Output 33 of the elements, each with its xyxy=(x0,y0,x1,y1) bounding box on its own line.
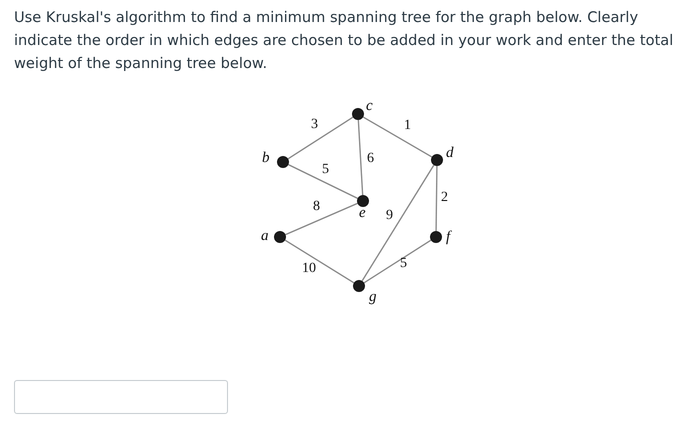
edge-weight: 8 xyxy=(313,199,320,215)
vertex-dot xyxy=(431,154,443,166)
vertex-label: f xyxy=(446,229,450,246)
graph-edge xyxy=(362,116,432,158)
graph-edge xyxy=(288,116,354,160)
edge-weight: 10 xyxy=(302,261,316,277)
vertex-label: d xyxy=(446,145,454,162)
edge-weight: 5 xyxy=(322,162,329,178)
edge-weight: 2 xyxy=(441,190,448,206)
graph-edge xyxy=(288,164,358,199)
vertex-label: g xyxy=(369,289,376,306)
edge-weight: 6 xyxy=(367,151,374,167)
vertex-dot xyxy=(430,231,442,243)
graph-edge xyxy=(364,240,432,284)
vertex-label: c xyxy=(366,98,373,115)
edge-weight: 5 xyxy=(400,256,407,272)
graph-edge xyxy=(362,164,434,282)
vertex-label: b xyxy=(262,150,270,167)
vertex-dot xyxy=(353,280,365,292)
vertex-dot xyxy=(352,108,364,120)
graph-edge xyxy=(358,120,364,196)
vertex-dot xyxy=(357,195,369,207)
vertex-dot xyxy=(277,156,289,168)
edge-weight: 9 xyxy=(386,208,393,224)
graph-edge xyxy=(285,202,358,236)
edge-weight: 1 xyxy=(404,118,411,134)
graph-edge xyxy=(284,240,354,284)
question-text: Use Kruskal's algorithm to find a minimum spanning tree for the graph below. Clearly indicate the order in which edges are chosen to be added in your work and enter the total weight of the spanning tree below. xyxy=(14,8,674,74)
edge-weight: 3 xyxy=(311,117,318,133)
graph-edge xyxy=(435,166,438,231)
vertex-label: a xyxy=(261,228,268,245)
vertex-dot xyxy=(274,231,286,243)
vertex-label: e xyxy=(359,205,366,222)
